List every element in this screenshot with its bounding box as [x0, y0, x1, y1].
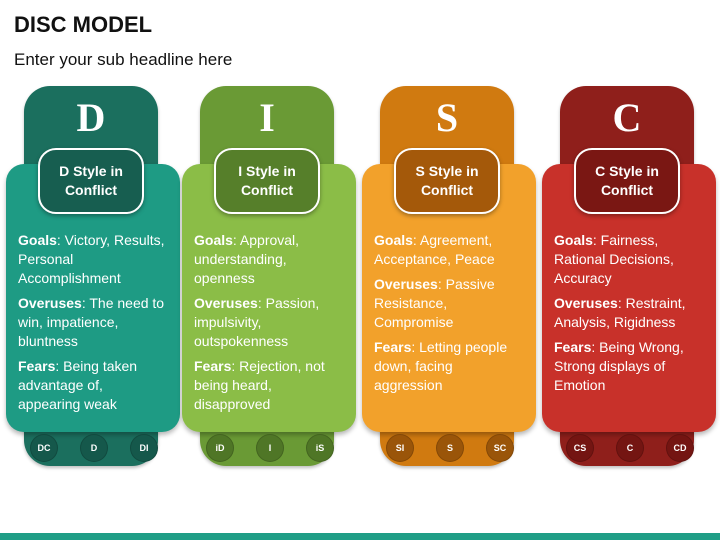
sub-style-circle: DI: [130, 434, 158, 462]
footer-bar: [0, 533, 720, 540]
sub-style-row: SI S SC: [386, 434, 514, 462]
fears-label: Fears: [554, 339, 592, 355]
overuses-label: Overuses: [194, 295, 258, 311]
sub-style-circle: SC: [486, 434, 514, 462]
style-badge: I Style in Conflict: [214, 148, 320, 214]
disc-column-c: C C Style in Conflict Goals: Fairness, R…: [542, 86, 716, 474]
fears-text: : Being Wrong, Strong displays of Emotio…: [554, 339, 684, 393]
sub-style-circle: S: [436, 434, 464, 462]
fears-line: Fears: Rejection, not being heard, disap…: [194, 357, 344, 414]
goals-label: Goals: [554, 232, 593, 248]
style-description: Goals: Agreement, Acceptance, Peace Over…: [374, 231, 524, 401]
fears-label: Fears: [18, 358, 56, 374]
overuses-text: : Passive Resistance, Compromise: [374, 276, 495, 330]
sub-style-row: iD I iS: [206, 434, 334, 462]
overuses-text: : Restraint, Analysis, Rigidness: [554, 295, 686, 330]
style-letter: D: [76, 95, 106, 140]
style-badge: S Style in Conflict: [394, 148, 500, 214]
sub-style-circle: C: [616, 434, 644, 462]
sub-style-row: DC D DI: [30, 434, 158, 462]
goals-label: Goals: [374, 232, 413, 248]
goals-text: : Victory, Results, Personal Accomplishm…: [18, 232, 165, 286]
sub-style-circle: iS: [306, 434, 334, 462]
goals-text: : Agreement, Acceptance, Peace: [374, 232, 495, 267]
goals-text: : Fairness, Rational Decisions, Accuracy: [554, 232, 674, 286]
disc-column-i: I I Style in Conflict Goals: Approval, u…: [182, 86, 356, 474]
sub-style-circle: iD: [206, 434, 234, 462]
disc-column-d: D D Style in Conflict Goals: Victory, Re…: [6, 86, 180, 474]
overuses-line: Overuses: The need to win, impatience, b…: [18, 294, 168, 351]
sub-style-circle: CS: [566, 434, 594, 462]
style-description: Goals: Approval, understanding, openness…: [194, 231, 344, 420]
goals-line: Goals: Agreement, Acceptance, Peace: [374, 231, 524, 269]
goals-line: Goals: Victory, Results, Personal Accomp…: [18, 231, 168, 288]
overuses-text: : The need to win, impatience, bluntness: [18, 295, 165, 349]
goals-label: Goals: [18, 232, 57, 248]
fears-label: Fears: [374, 339, 412, 355]
goals-text: : Approval, understanding, openness: [194, 232, 300, 286]
overuses-label: Overuses: [374, 276, 438, 292]
goals-line: Goals: Fairness, Rational Decisions, Acc…: [554, 231, 704, 288]
page-title: DISC MODEL: [14, 12, 153, 37]
sub-style-circle: D: [80, 434, 108, 462]
overuses-line: Overuses: Passive Resistance, Compromise: [374, 275, 524, 332]
sub-style-circle: I: [256, 434, 284, 462]
sub-style-circle: SI: [386, 434, 414, 462]
overuses-text: : Passion, impulsivity, outspokenness: [194, 295, 320, 349]
fears-label: Fears: [194, 358, 232, 374]
overuses-label: Overuses: [554, 295, 618, 311]
overuses-line: Overuses: Restraint, Analysis, Rigidness: [554, 294, 704, 332]
goals-label: Goals: [194, 232, 233, 248]
style-letter: S: [435, 95, 459, 140]
overuses-line: Overuses: Passion, impulsivity, outspoke…: [194, 294, 344, 351]
goals-line: Goals: Approval, understanding, openness: [194, 231, 344, 288]
fears-line: Fears: Being taken advantage of, appeari…: [18, 357, 168, 414]
style-badge: C Style in Conflict: [574, 148, 680, 214]
fears-text: : Letting people down, facing aggression: [374, 339, 508, 393]
fears-line: Fears: Being Wrong, Strong displays of E…: [554, 338, 704, 395]
overuses-label: Overuses: [18, 295, 82, 311]
style-letter: C: [612, 95, 642, 140]
style-description: Goals: Victory, Results, Personal Accomp…: [18, 231, 168, 420]
fears-line: Fears: Letting people down, facing aggre…: [374, 338, 524, 395]
disc-column-s: S S Style in Conflict Goals: Agreement, …: [362, 86, 536, 474]
page-subtitle: Enter your sub headline here: [14, 50, 233, 69]
style-description: Goals: Fairness, Rational Decisions, Acc…: [554, 231, 704, 401]
fears-text: : Rejection, not being heard, disapprove…: [194, 358, 325, 412]
sub-style-row: CS C CD: [566, 434, 694, 462]
fears-text: : Being taken advantage of, appearing we…: [18, 358, 138, 412]
style-letter: I: [259, 95, 275, 140]
style-badge: D Style in Conflict: [38, 148, 144, 214]
sub-style-circle: DC: [30, 434, 58, 462]
sub-style-circle: CD: [666, 434, 694, 462]
